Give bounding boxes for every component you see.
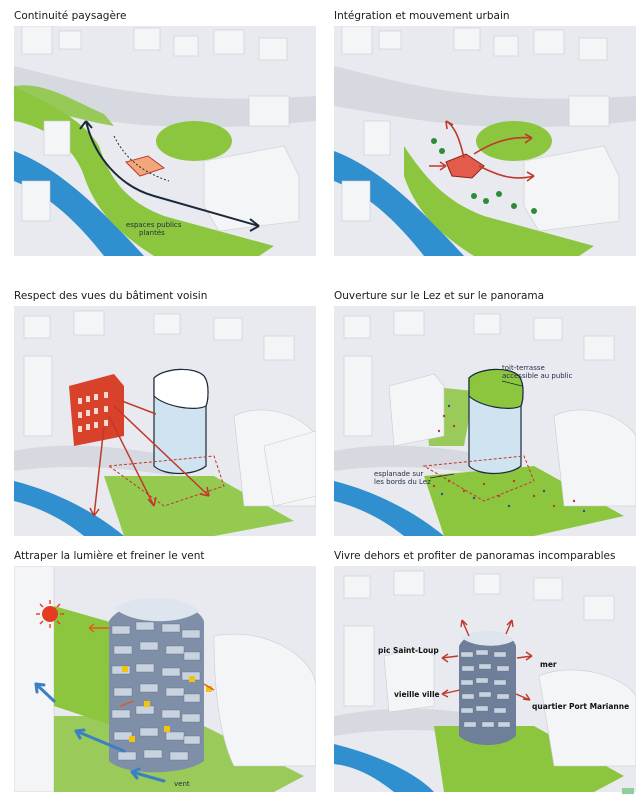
scene-drawing <box>14 306 316 536</box>
label-quartier-port-marianne: quartier Port Marianne <box>532 702 630 711</box>
panel-integration-mouvement: Intégration et mouvement urbain <box>334 10 636 260</box>
scene-drawing <box>334 26 636 256</box>
corner-mark <box>622 788 634 794</box>
label-pic-saint-loup: pic Saint-Loup <box>378 646 439 655</box>
panel-title: Continuité paysagère <box>14 10 127 22</box>
panel-ouverture-lez: Ouverture sur le Lez et sur le panorama <box>334 290 636 540</box>
aerial-scene <box>334 26 636 256</box>
label-mer: mer <box>540 660 557 669</box>
aerial-scene: espaces publics plantés <box>14 26 316 256</box>
aerial-scene: vent <box>14 566 316 792</box>
label-bords-lez: les bords du Lez <box>374 478 431 486</box>
label-esplanade: esplanade sur <box>374 470 424 478</box>
scene-drawing <box>14 26 316 256</box>
label-vent: vent <box>174 780 190 788</box>
panel-title: Attraper la lumière et freiner le vent <box>14 550 205 562</box>
panel-title: Vivre dehors et profiter de panoramas in… <box>334 550 616 562</box>
label-accessible-public: accessible au public <box>502 372 573 380</box>
label-toit-terrasse: toit-terrasse <box>502 364 545 372</box>
label-espaces-publics: espaces publics <box>126 221 182 229</box>
sun-icon <box>36 600 64 628</box>
panel-vivre-dehors: Vivre dehors et profiter de panoramas in… <box>334 550 636 800</box>
label-plantes: plantés <box>139 229 165 237</box>
scene-drawing <box>14 566 316 792</box>
aerial-scene <box>14 306 316 536</box>
panel-lumiere-vent: Attraper la lumière et freiner le vent <box>14 550 316 800</box>
panel-title: Intégration et mouvement urbain <box>334 10 510 22</box>
panel-title: Respect des vues du bâtiment voisin <box>14 290 208 302</box>
panel-respect-vues: Respect des vues du bâtiment voisin <box>14 290 316 540</box>
scene-drawing <box>334 566 636 792</box>
aerial-scene: pic Saint-Loup mer vieille ville quartie… <box>334 566 636 792</box>
panel-continuite-paysagere: Continuité paysagère <box>14 10 316 260</box>
label-vieille-ville: vieille ville <box>394 690 440 699</box>
panel-title: Ouverture sur le Lez et sur le panorama <box>334 290 545 302</box>
scene-drawing <box>334 306 636 536</box>
aerial-scene: toit-terrasse accessible au public espla… <box>334 306 636 536</box>
